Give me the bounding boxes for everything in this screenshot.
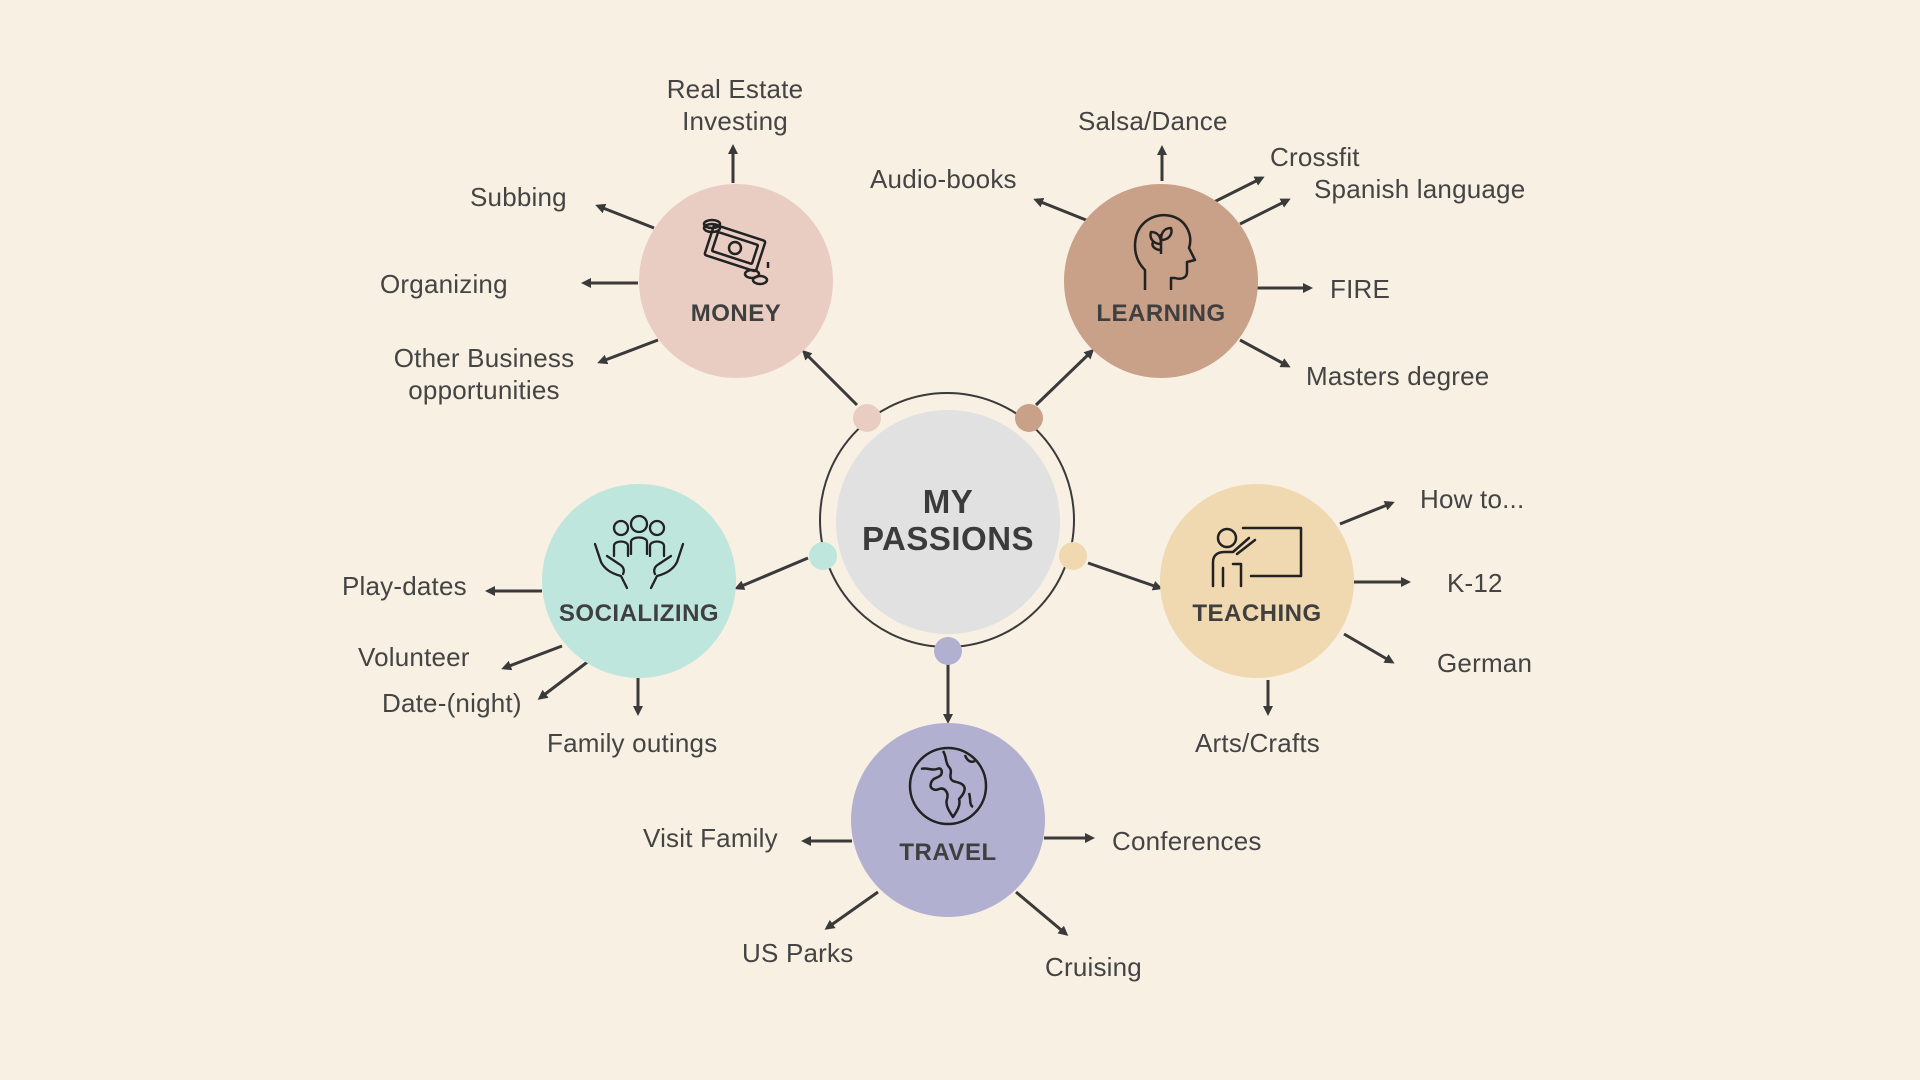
leaf-other-business: Other Business opportunities bbox=[393, 343, 575, 405]
leaf-fire: FIRE bbox=[1330, 274, 1391, 304]
leaf-organizing: Organizing bbox=[380, 269, 508, 299]
money-icon bbox=[702, 218, 770, 286]
arrow-travel-cruising bbox=[1015, 890, 1069, 936]
arrow-to-learning bbox=[1034, 348, 1095, 407]
arrow-to-money bbox=[801, 349, 859, 407]
globe-icon bbox=[908, 746, 988, 826]
community-hands-icon bbox=[593, 514, 685, 590]
arrow-to-teaching bbox=[1087, 561, 1163, 591]
ring-dot-money bbox=[853, 404, 881, 432]
leaf-conferences: Conferences bbox=[1112, 826, 1262, 856]
ring-dot-socializing bbox=[809, 542, 837, 570]
arrow-travel-us-parks bbox=[824, 890, 879, 930]
leaf-real-estate-investing: Real Estate Investing bbox=[666, 74, 804, 136]
leaf-german: German bbox=[1437, 648, 1533, 678]
arrow-money-subbing bbox=[595, 203, 655, 230]
teaching-node: TEACHING bbox=[1160, 484, 1354, 678]
travel-node: TRAVEL bbox=[851, 723, 1045, 917]
leaf-masters-degree: Masters degree bbox=[1306, 361, 1490, 391]
leaf-volunteer: Volunteer bbox=[358, 642, 470, 672]
leaf-crossfit: Crossfit bbox=[1270, 142, 1360, 172]
leaf-us-parks: US Parks bbox=[742, 938, 854, 968]
leaf-family-outings: Family outings bbox=[547, 728, 718, 758]
socializing-label: SOCIALIZING bbox=[558, 600, 720, 627]
center-node bbox=[836, 410, 1060, 634]
ring-dot-learning bbox=[1015, 404, 1043, 432]
leaf-cruising: Cruising bbox=[1045, 952, 1142, 982]
head-growth-icon bbox=[1133, 213, 1197, 290]
travel-label: TRAVEL bbox=[899, 839, 997, 866]
teacher-board-icon bbox=[1211, 526, 1303, 588]
leaf-arts-crafts: Arts/Crafts bbox=[1195, 728, 1320, 758]
leaf-play-dates: Play-dates bbox=[342, 571, 467, 601]
leaf-how-to: How to... bbox=[1420, 484, 1525, 514]
arrow-learning-audiobooks bbox=[1033, 197, 1087, 222]
money-label: MONEY bbox=[690, 300, 782, 327]
ring-dot-teaching bbox=[1059, 542, 1087, 570]
leaf-subbing: Subbing bbox=[470, 182, 567, 212]
teaching-label: TEACHING bbox=[1192, 600, 1322, 627]
leaf-spanish-language: Spanish language bbox=[1314, 174, 1526, 204]
ring-dot-travel bbox=[934, 637, 962, 665]
leaf-visit-family: Visit Family bbox=[643, 823, 778, 853]
arrow-teach-howto bbox=[1339, 500, 1395, 526]
arrow-to-socializing bbox=[734, 556, 809, 590]
leaf-k12: K-12 bbox=[1447, 568, 1503, 598]
arrow-learning-spanish bbox=[1239, 198, 1291, 226]
leaf-audio-books: Audio-books bbox=[870, 164, 1017, 194]
arrow-learning-masters bbox=[1239, 338, 1291, 368]
money-node: MONEY bbox=[639, 184, 833, 378]
arrow-soc-date-night bbox=[537, 658, 591, 700]
arrow-teach-german bbox=[1343, 632, 1395, 664]
leaf-date-night: Date-(night) bbox=[382, 688, 522, 718]
arrow-soc-volunteer bbox=[501, 644, 563, 671]
learning-label: LEARNING bbox=[1096, 300, 1226, 327]
arrow-money-other-business bbox=[597, 338, 659, 365]
arrow-learning-crossfit bbox=[1211, 176, 1265, 205]
leaf-salsa-dance: Salsa/Dance bbox=[1078, 106, 1228, 136]
center-title: MY PASSIONS bbox=[861, 483, 1035, 557]
socializing-node: SOCIALIZING bbox=[542, 484, 736, 678]
learning-node: LEARNING bbox=[1064, 184, 1258, 378]
